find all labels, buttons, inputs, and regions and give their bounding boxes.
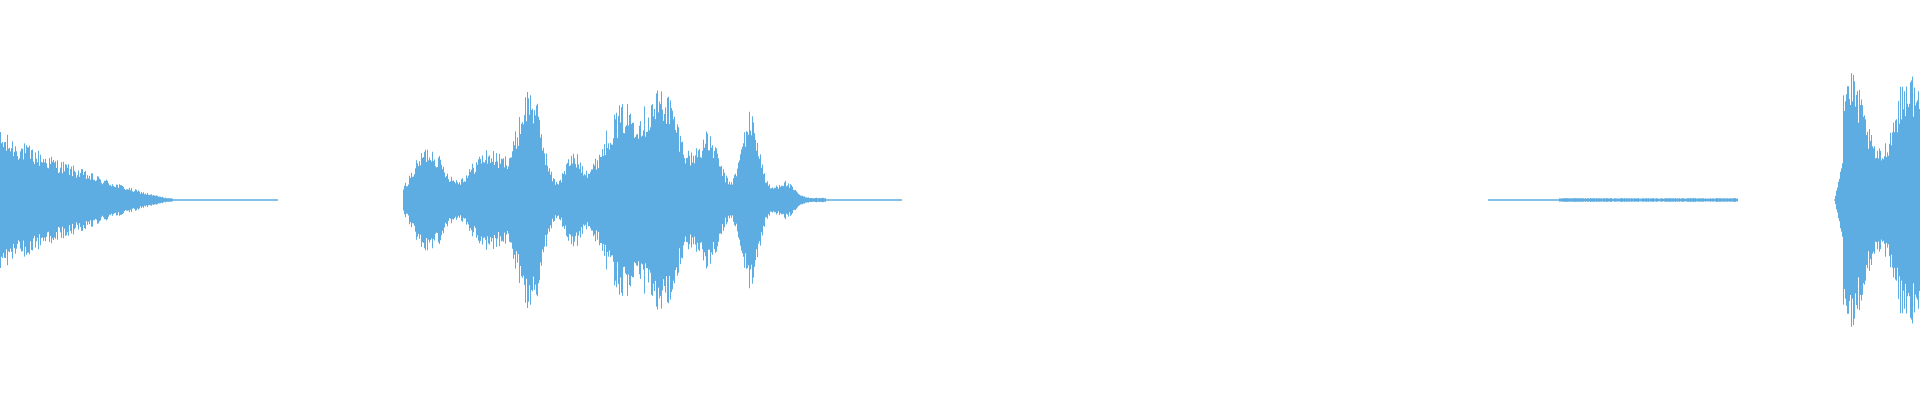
waveform-segment-4 — [1834, 73, 1920, 327]
waveform-segment-1 — [0, 132, 173, 268]
waveform-bars — [0, 73, 1920, 327]
waveform-segment-3 — [1559, 198, 1738, 202]
waveform-segment-2 — [403, 90, 826, 310]
